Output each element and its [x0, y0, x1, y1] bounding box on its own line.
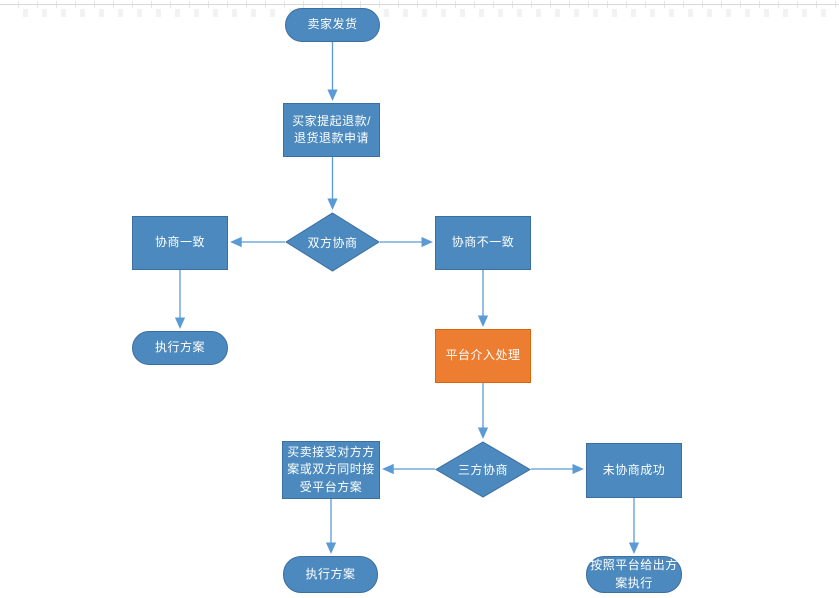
node-execute-plan-left[interactable]: 执行方案 [132, 331, 228, 365]
node-three-party-negotiate-label: 三方协商 [457, 463, 508, 477]
node-execute-plan-bottom[interactable]: 执行方案 [283, 556, 378, 593]
node-platform-intervene[interactable]: 平台介入处理 [435, 329, 531, 383]
node-negotiation-disagreed[interactable]: 协商不一致 [435, 216, 531, 270]
grid-ruler-ticks [0, 1, 839, 8]
diamond-shape [435, 441, 531, 498]
node-negotiation-disagreed-label: 协商不一致 [451, 235, 515, 250]
node-negotiation-failed[interactable]: 未协商成功 [586, 443, 682, 498]
node-execute-plan-bottom-label: 执行方案 [305, 566, 356, 581]
node-seller-ship[interactable]: 卖家发货 [285, 8, 380, 42]
node-seller-ship-label: 卖家发货 [307, 17, 358, 32]
node-execute-plan-left-label: 执行方案 [154, 340, 205, 355]
node-execute-platform-plan[interactable]: 按照平台给出方案执行 [586, 556, 682, 593]
node-execute-platform-plan-label: 按照平台给出方案执行 [590, 558, 678, 590]
diamond-shape [285, 212, 380, 272]
node-accept-plan[interactable]: 买卖接受对方方案或双方同时接受平台方案 [282, 441, 380, 499]
node-buyer-refund-request-label: 买家提起退款/退货退款申请 [292, 113, 371, 145]
node-both-party-negotiate[interactable]: 双方协商 [285, 212, 380, 272]
grid-watermarks [9, 9, 839, 17]
node-platform-intervene-label: 平台介入处理 [445, 348, 521, 363]
node-negotiation-agreed-label: 协商一致 [154, 235, 205, 250]
node-negotiation-failed-label: 未协商成功 [602, 462, 666, 477]
node-buyer-refund-request[interactable]: 买家提起退款/退货退款申请 [283, 103, 380, 157]
node-accept-plan-label: 买卖接受对方方案或双方同时接受平台方案 [287, 444, 375, 494]
node-negotiation-agreed[interactable]: 协商一致 [132, 216, 228, 270]
node-both-party-negotiate-label: 双方协商 [307, 235, 358, 250]
node-three-party-negotiate[interactable]: 三方协商 [435, 441, 531, 498]
